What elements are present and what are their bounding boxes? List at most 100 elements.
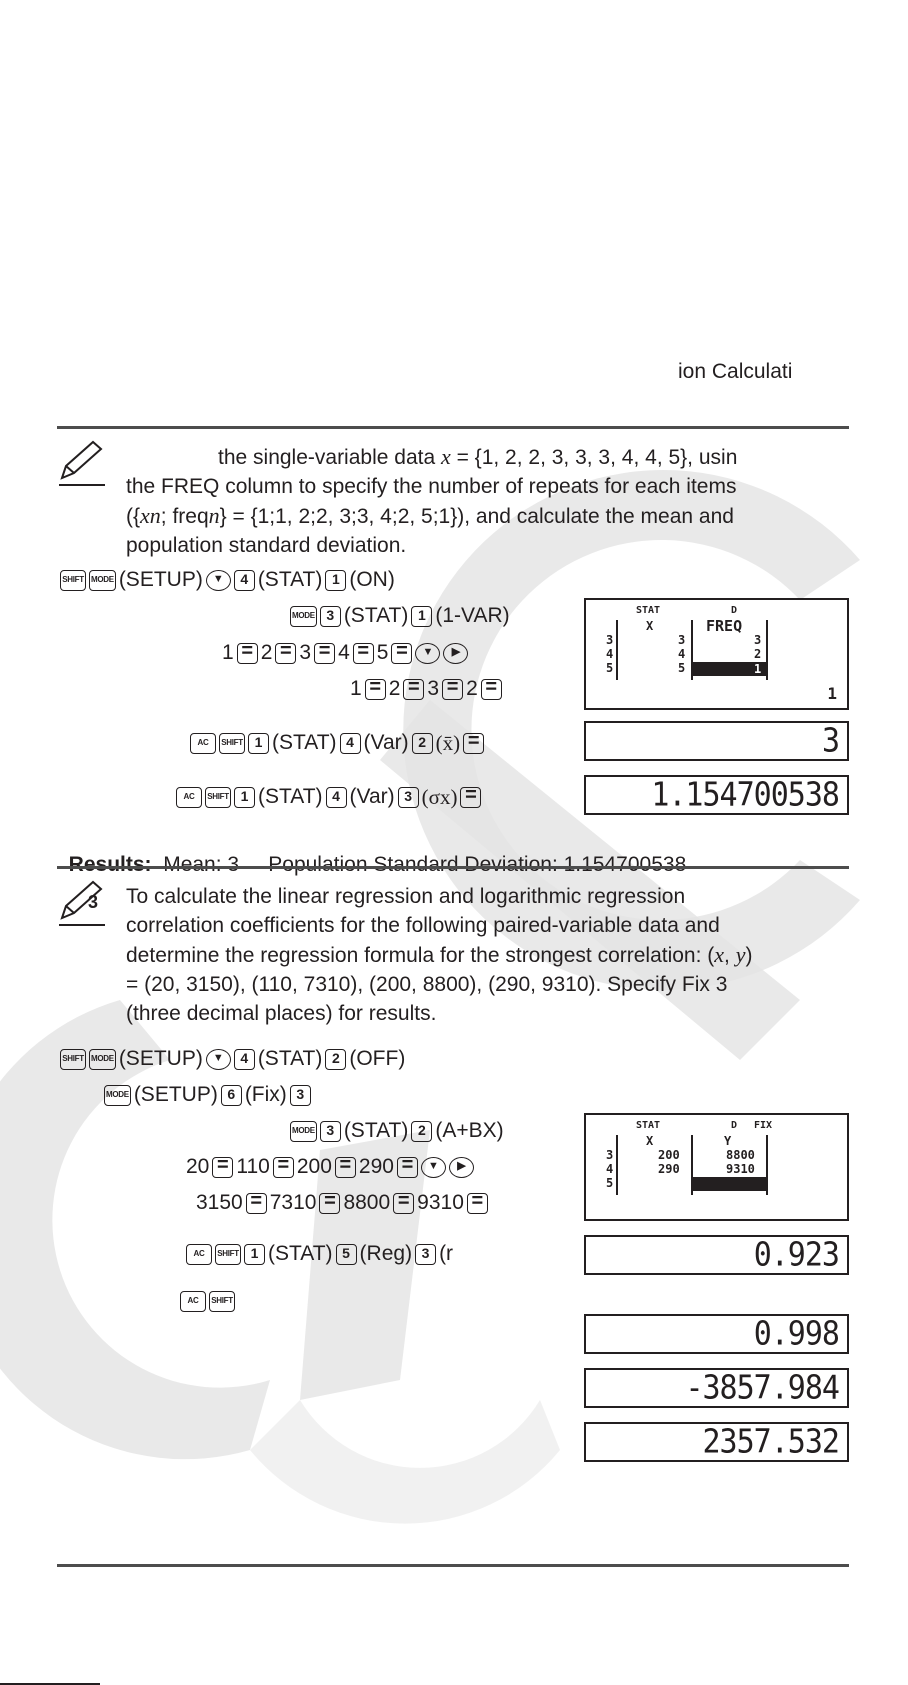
value: 4 [338,641,350,664]
value: 2 [466,677,478,700]
fix-label: (Fix) [244,1083,287,1106]
equals-key: = [393,1191,415,1214]
divider [57,866,849,869]
equals-key: = [352,641,374,664]
example2-line: determine the regression formula for the… [126,944,715,967]
value: 8800 [343,1191,391,1214]
y-cell: 9310 [726,1162,755,1176]
x-cell: 200 [658,1148,680,1162]
selected-cell [693,662,766,676]
value: 290 [358,1155,394,1178]
example-number: 3 [88,892,99,912]
equals-key: = [442,677,464,700]
stat-indicator: STAT [636,1120,661,1131]
ac-key: AC [176,786,202,808]
ex1-step-freq: 1= 2= 3= 2= [350,676,502,702]
footer-rule [0,1683,100,1685]
row-number: 3 [606,1148,614,1162]
value: 3 [427,677,440,700]
key-2: 2 [411,732,433,754]
reg-label: (Reg) [359,1242,413,1265]
col-divider [616,620,618,680]
result-display-b: 2357.532 [584,1422,849,1462]
input-value: 1 [827,684,837,703]
result-value: 1.154700538 [651,775,840,815]
pencil-icon [59,440,105,486]
var-y: y [735,942,746,967]
shift-key: SHIFT [219,732,245,754]
result-value: 0.998 [753,1314,840,1354]
ex2-step-yvalues: 3150= 7310= 8800= 9310= [196,1190,488,1216]
col-y-header: Y [724,1134,732,1148]
col-divider [766,620,768,680]
value: 1 [350,677,362,700]
col-freq-header: FREQ [706,617,743,635]
stat-label: (STAT) [272,731,337,754]
row-number: 4 [606,1162,614,1176]
example2-line: (three decimal places) for results. [126,1002,437,1025]
result-display-r-linear: 0.923 [584,1235,849,1275]
1var-label: (1-VAR) [435,604,510,627]
col-x-header: X [646,1134,654,1148]
ac-key: AC [186,1243,212,1265]
stat-label: (STAT) [343,1119,409,1142]
d-indicator: D [731,1120,738,1131]
d-indicator: D [731,605,738,616]
freq-cell-selected: 1 [754,662,762,676]
equals-key: = [319,1191,341,1214]
key-3: 3 [289,1084,311,1106]
shift-key: SHIFT [205,786,231,808]
abx-label: (A+BX) [435,1119,504,1142]
off-label: (OFF) [349,1047,406,1070]
shift-key: SHIFT [60,1048,86,1070]
value: 2 [388,677,401,700]
equals-key: = [275,641,297,664]
example2-line: = (20, 3150), (110, 7310), (200, 8800), … [126,973,728,996]
equals-key: = [236,641,258,664]
equals-key: = [364,677,386,700]
row-number: 3 [606,633,614,647]
result-display-r-log: 0.998 [584,1314,849,1354]
freq-cell: 3 [754,633,762,647]
value: 200 [296,1155,332,1178]
key-4: 4 [339,732,361,754]
r-label: (r [439,1242,454,1265]
shift-key: SHIFT [60,569,86,591]
result-display-mean: 3 [584,721,849,761]
freq-cell: 2 [754,647,762,661]
equals-key: = [403,677,425,700]
setup-label: (SETUP) [133,1083,218,1106]
equals-key: = [245,1191,267,1214]
row-number: 5 [606,661,614,675]
ex2-step-fix: MODE (SETUP) 6 (Fix) 3 [104,1082,311,1108]
key-1: 1 [244,1243,265,1265]
col-divider [691,620,693,680]
stat-label: (STAT) [257,568,323,591]
result-value: 0.923 [753,1235,840,1275]
equals-key: = [466,1191,488,1214]
right-arrow-icon: ▶ [448,1156,474,1178]
line3-xn: xn [140,503,161,528]
shift-key: SHIFT [215,1243,241,1265]
key-1: 1 [248,732,269,754]
key-4: 4 [233,1048,255,1070]
equals-key: = [272,1155,294,1178]
result-display-sd: 1.154700538 [584,775,849,815]
result-value: 3 [821,721,840,761]
key-1: 1 [325,569,347,591]
key-3: 3 [397,786,419,808]
var-x: x [714,942,725,967]
ex1-step-setup: SHIFT MODE (SETUP) ▼ 4 (STAT) 1 (ON) [60,567,395,593]
ac-key: AC [180,1291,206,1312]
key-6: 6 [220,1084,242,1106]
example2-line: To calculate the linear regression and l… [126,885,686,908]
mode-key: MODE [89,1048,116,1070]
ex2-step-xvalues: 20= 110= 200= 290= ▼ ▶ [186,1154,474,1180]
down-arrow-icon: ▼ [205,569,231,591]
value: 20 [186,1155,210,1178]
page-header: ion Calculati [678,360,793,383]
var-x: x [440,444,451,469]
value: 5 [376,641,389,664]
equals-key: = [460,785,482,808]
pencil-icon [59,880,105,926]
